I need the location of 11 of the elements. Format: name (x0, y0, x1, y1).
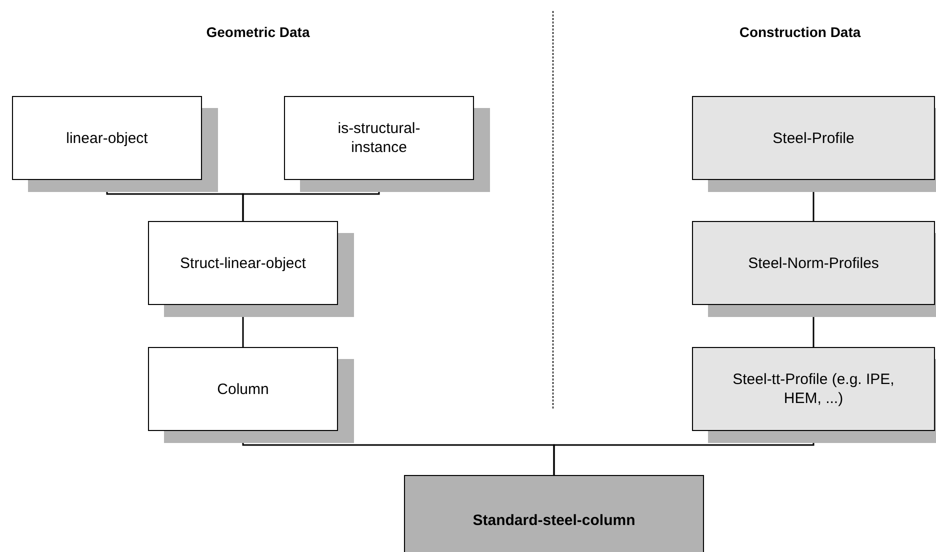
section-heading: Geometric Data (206, 24, 310, 40)
class-name: Struct-linear-object (180, 254, 306, 272)
class-name: Standard-steel-column (472, 510, 636, 530)
section-heading: Construction Data (739, 24, 861, 40)
class-name: Steel-Profile (772, 128, 854, 148)
class-name: is-structural-instance (336, 119, 422, 157)
class-name: Steel-Norm-Profiles (748, 254, 879, 272)
class-name: Steel-tt-Profile (e.g. IPE, HEM, ...) (732, 370, 896, 408)
class-name: linear-object (66, 128, 148, 148)
class-name: Column (217, 380, 269, 398)
result-class-box (404, 475, 704, 552)
